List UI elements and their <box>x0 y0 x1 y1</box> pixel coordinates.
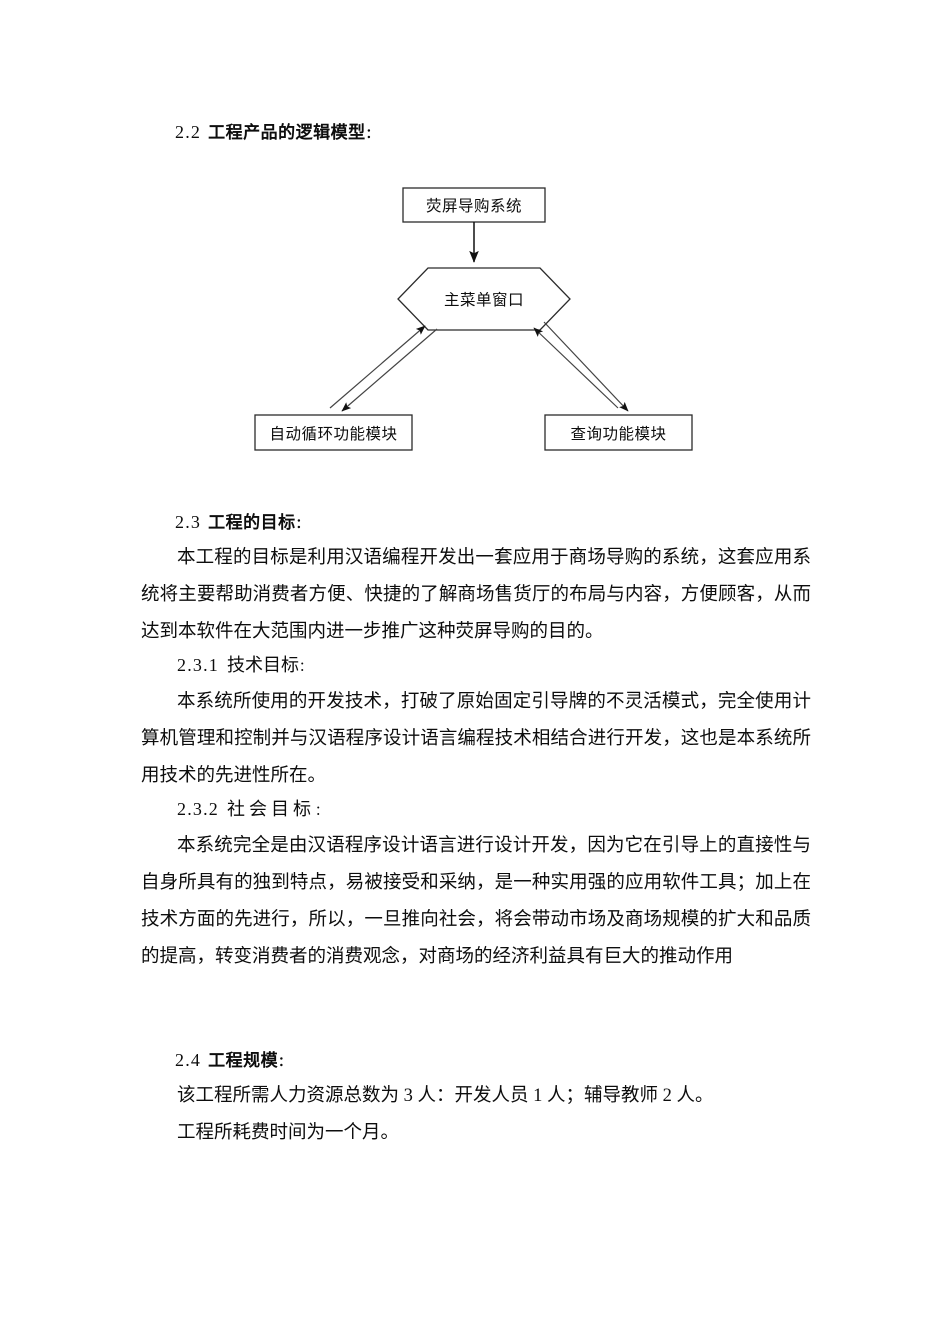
section-colon: ： <box>299 659 313 674</box>
section-title: 工程规模 <box>208 1051 279 1071</box>
section-number: 2.4 <box>175 1050 202 1070</box>
node-main-menu-label: 主菜单窗口 <box>443 291 524 309</box>
paragraph-goals-intro: 本工程的目标是利用汉语编程开发出一套应用于商场导购的系统，这套应用系统将主要帮助… <box>141 548 811 642</box>
section-title: 工程的目标 <box>208 513 296 533</box>
paragraph-technical-goal: 本系统所使用的开发技术，打破了原始固定引导牌的不灵活模式，完全使用计算机管理和控… <box>141 692 811 786</box>
section-number: 2.3.1 <box>177 655 219 675</box>
section-colon: ： <box>365 127 380 142</box>
node-system-shape <box>402 187 546 223</box>
section-title: 社会目标 <box>227 799 315 819</box>
section-title: 工程产品的逻辑模型 <box>208 123 366 143</box>
node-main-menu-shape <box>397 267 571 331</box>
section-heading-2-3-1: 2.3.1 技术目标： <box>177 651 312 677</box>
node-system-label: 荧屏导购系统 <box>425 197 522 215</box>
logical-model-diagram: 荧屏导购系统 主菜单窗口 自动循环功能模块 查询功能模块 <box>0 0 950 500</box>
section-number: 2.3.2 <box>177 799 219 819</box>
section-heading-2-4: 2.4 工程规模： <box>175 1046 292 1071</box>
edge-main-menu-to-query <box>543 321 629 412</box>
scale-line-1: 该工程所需人力资源总数为 3 人：开发人员 1 人；辅导教师 2 人。 <box>177 1086 714 1106</box>
paragraph-social-goal: 本系统完全是由汉语程序设计语言进行设计开发，因为它在引导上的直接性与自身所具有的… <box>141 836 811 967</box>
edge-main-menu-to-auto-loop <box>341 328 438 412</box>
scale-line-2: 工程所耗费时间为一个月。 <box>177 1123 400 1143</box>
section-number: 2.2 <box>175 122 202 142</box>
node-query-shape <box>544 414 693 451</box>
section-colon: ： <box>295 517 310 532</box>
edge-auto-loop-to-main-menu <box>329 325 426 409</box>
node-query-label: 查询功能模块 <box>570 424 667 443</box>
section-colon: ： <box>315 803 329 818</box>
section-title: 技术目标 <box>227 655 299 675</box>
node-auto-loop-shape <box>254 414 413 451</box>
section-heading-2-3: 2.3 工程的目标： <box>175 508 309 533</box>
section-number: 2.3 <box>175 512 202 532</box>
diagram-canvas <box>254 187 693 451</box>
edge-query-to-main-menu <box>533 327 619 409</box>
node-auto-loop-label: 自动循环功能模块 <box>269 424 398 443</box>
section-heading-2-3-2: 2.3.2 社会目标： <box>177 795 328 821</box>
section-heading-2-2: 2.2 工程产品的逻辑模型： <box>175 118 379 143</box>
section-colon: ： <box>278 1055 292 1070</box>
